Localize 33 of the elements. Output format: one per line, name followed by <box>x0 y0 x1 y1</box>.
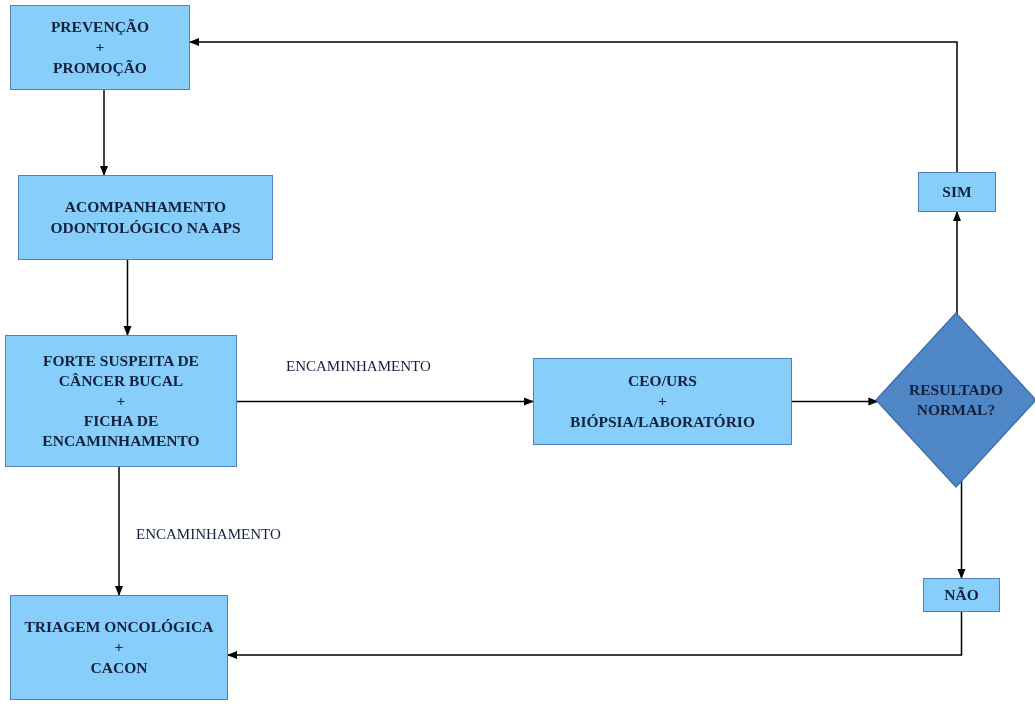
node-text: SIM <box>942 181 972 202</box>
process-box <box>10 595 228 700</box>
node-text: + <box>95 37 105 58</box>
arrow <box>236 397 534 406</box>
process-box <box>18 175 273 260</box>
arrow <box>791 397 879 406</box>
process-box <box>533 358 792 445</box>
node-text: NÃO <box>944 584 979 605</box>
node-text: BIÓPSIA/LABORATÓRIO <box>570 411 755 432</box>
arrow <box>957 480 966 579</box>
node-text: RESULTADO NORMAL? <box>908 379 1004 420</box>
process-box <box>10 5 190 90</box>
arrow <box>123 259 132 336</box>
node-text: ACOMPANHAMENTO ODONTOLÓGICO NA APS <box>49 197 242 238</box>
node-text: PROMOÇÃO <box>53 57 147 78</box>
node-text: CACON <box>90 657 148 678</box>
node-text: FICHA DE ENCAMINHAMENTO <box>41 411 201 452</box>
node-text: + <box>114 637 124 658</box>
process-box <box>5 335 237 467</box>
node-text: PREVENÇÃO <box>50 17 150 38</box>
node-text: FORTE SUSPEITA DE CÂNCER BUCAL <box>42 350 200 391</box>
arrow <box>189 38 958 173</box>
arrow <box>953 211 961 315</box>
arrow <box>115 466 123 596</box>
process-box <box>923 578 1000 612</box>
arrow <box>227 611 963 659</box>
node-text: CEO/URS <box>628 371 697 392</box>
process-box <box>918 172 996 212</box>
arrow <box>100 89 108 176</box>
node-text: TRIAGEM ONCOLÓGICA <box>24 617 214 638</box>
node-text: + <box>658 391 667 412</box>
node-text: + <box>116 390 126 411</box>
decision-diamond <box>876 313 1035 487</box>
